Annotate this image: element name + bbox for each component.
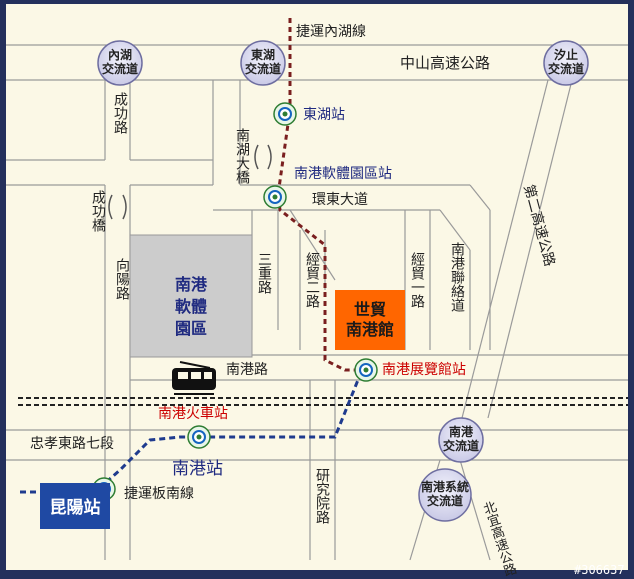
yanjiuyuan-road-label: 研究院路 [314, 468, 330, 524]
map-background [6, 4, 628, 570]
interchange-xizhi-label: 汐止交流道 [548, 47, 584, 76]
interchange-neihu: 內湖交流道 [97, 40, 143, 86]
bridge-markers [108, 144, 272, 220]
train-icon [172, 361, 216, 395]
metro-station-icon [273, 102, 297, 126]
zhongshan-freeway-label: 中山高速公路 [400, 54, 490, 72]
software-park-block [129, 234, 253, 358]
xiangyang-road-label: 向陽路 [114, 258, 130, 300]
interchange-nangang-system-label: 南港系統交流道 [421, 479, 469, 508]
nangang-connector-label: 南港聯絡道 [449, 242, 465, 313]
interchange-nangang-system: 南港系統交流道 [418, 468, 472, 522]
zhongxiao-road-label: 忠孝東路七段 [30, 436, 114, 452]
kunyang-box [40, 483, 110, 529]
nangang-station-label: 南港站 [172, 459, 223, 479]
chenggong-road-label: 成功路 [112, 92, 128, 134]
software-park-label: 南港軟體園區 [175, 275, 208, 338]
interchange-icon [438, 417, 484, 463]
interchange-nangang: 南港交流道 [438, 417, 484, 463]
bannan-line-label: 捷運板南線 [124, 486, 194, 502]
metro-station-icon [187, 425, 211, 449]
neihu-line-label: 捷運內湖線 [296, 24, 366, 40]
interchange-xizhi: 汐止交流道 [543, 40, 589, 86]
chenggong-bridge-label: 成功橋 [90, 190, 106, 232]
huandong-ave-label: 環東大道 [312, 192, 368, 208]
donghu-station-label: 東湖站 [303, 107, 345, 123]
metro-station-icon [263, 185, 287, 209]
kunyang-label: 昆陽站 [50, 497, 101, 518]
nangang-road-label: 南港路 [226, 362, 268, 378]
sanchong-road-label: 三重路 [256, 252, 272, 294]
railway [18, 397, 628, 406]
interchange-icon [240, 40, 286, 86]
metro-station-icon [354, 358, 378, 382]
interchange-nangang-label: 南港交流道 [443, 424, 479, 453]
expo-hall-label: 世貿南港館 [346, 300, 394, 339]
interchange-neihu-label: 內湖交流道 [102, 47, 138, 76]
interchange-icon [97, 40, 143, 86]
interchange-donghu-label: 東湖交流道 [245, 47, 281, 76]
interchange-icon [418, 468, 472, 522]
jingmao-1st-road-label: 經貿一路 [409, 252, 425, 308]
interchange-icon [543, 40, 589, 86]
exhibition-station-label: 南港展覽館站 [382, 361, 466, 378]
train-station-label: 南港火車站 [158, 405, 228, 422]
expo-hall-block [335, 290, 405, 350]
software-park-station-label: 南港軟體園區站 [294, 166, 392, 182]
jingmao-2nd-road-label: 經貿二路 [304, 252, 320, 308]
interchange-donghu: 東湖交流道 [240, 40, 286, 86]
watermark: #306637 [574, 563, 625, 577]
nanhu-bridge-label: 南湖大橋 [234, 128, 250, 184]
